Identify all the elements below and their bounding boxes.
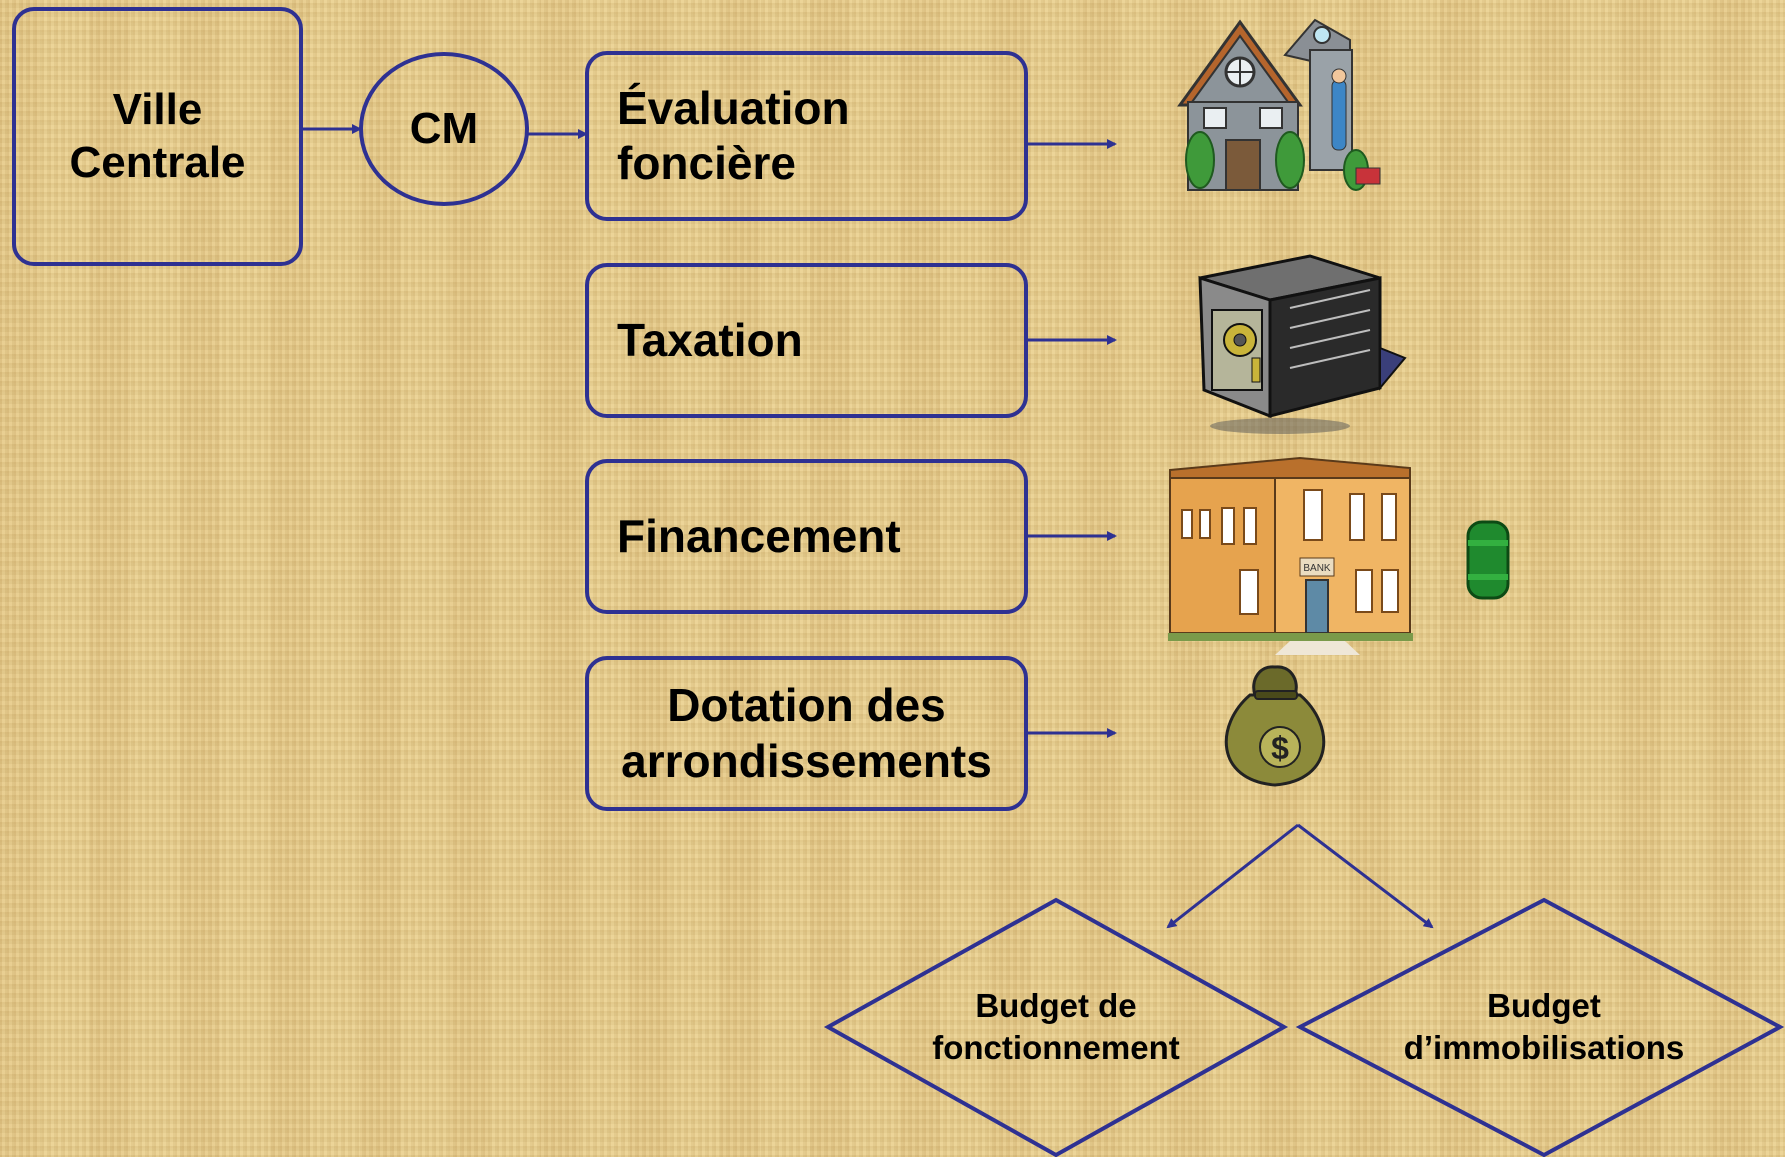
diamond-budget-fonctionnement bbox=[823, 897, 1289, 1157]
budget-fonctionnement-label: Budget de fonctionnement bbox=[932, 987, 1180, 1067]
taxation-label: Taxation bbox=[617, 313, 803, 366]
financement-label: Financement bbox=[617, 509, 901, 562]
cm-circle: CM bbox=[359, 52, 529, 206]
svg-text:$: $ bbox=[1271, 730, 1289, 766]
budget-immobilisations-label: Budget d’immobilisations bbox=[1403, 987, 1685, 1067]
arrow-to-budget-immobilisations bbox=[1297, 823, 1434, 929]
ville-centrale-box: Ville Centrale bbox=[12, 7, 303, 266]
evaluation-fonciere-label: Évaluation foncière bbox=[617, 81, 850, 189]
green-canister-icon bbox=[1466, 520, 1510, 600]
taxation-box: Taxation bbox=[585, 263, 1028, 418]
ville-centrale-label: Ville Centrale bbox=[69, 84, 246, 187]
arrow-to-budget-fonctionnement bbox=[1166, 823, 1299, 929]
money-bag-icon: $ bbox=[1224, 665, 1326, 787]
diamond-budget-immobilisations bbox=[1295, 897, 1785, 1157]
cm-label: CM bbox=[409, 104, 479, 153]
dotation-label: Dotation des arrondissements bbox=[621, 679, 992, 787]
evaluation-fonciere-box: Évaluation foncière bbox=[585, 51, 1028, 221]
house-icon bbox=[1177, 18, 1381, 191]
financement-box: Financement bbox=[585, 459, 1028, 614]
bank-icon: BANK bbox=[1168, 456, 1413, 655]
svg-text:BANK: BANK bbox=[1303, 563, 1331, 574]
dotation-box: Dotation des arrondissements bbox=[585, 656, 1028, 811]
safe-icon bbox=[1198, 254, 1407, 434]
